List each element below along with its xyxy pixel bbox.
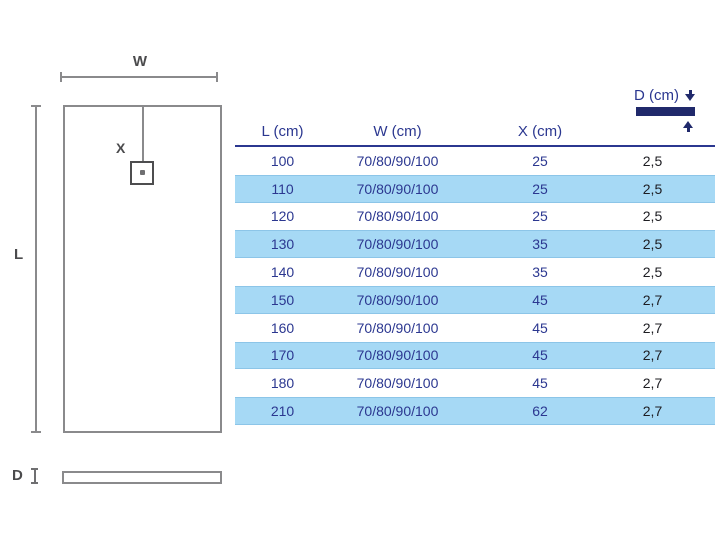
cell-w: 70/80/90/100 [356,403,439,420]
cell-d: 2,5 [642,236,663,253]
table-row: 170 70/80/90/100 45 2,7 [235,341,715,370]
cell-l: 110 [271,180,294,197]
cell-x: 25 [532,152,548,169]
cell-l: 130 [270,236,295,253]
cell-w: 70/80/90/100 [356,152,439,169]
column-header-x: X (cm) [517,123,563,140]
cell-l: 140 [270,264,295,281]
cell-x: 62 [532,403,548,420]
drain-center-dot [140,170,145,175]
cell-d: 2,5 [642,180,663,197]
cell-l: 180 [270,375,295,392]
depth-measure-mark [30,468,39,484]
drain-dimension-label: X [116,140,126,156]
cell-d: 2,7 [642,347,663,364]
width-dimension-label: W [132,53,148,70]
length-dimension-line [35,105,37,433]
dimension-table: D (cm) L (cm) W (cm) X (cm) 100 70/80/90/… [235,86,715,425]
width-dimension-line [60,76,218,78]
cell-x: 35 [532,236,548,253]
cell-d: 2,7 [642,375,663,392]
cell-x: 25 [532,180,548,197]
table-row: 100 70/80/90/100 25 2,5 [235,147,715,175]
table-row: 110 70/80/90/100 25 2,5 [235,174,715,203]
cell-l: 170 [270,347,295,364]
cell-w: 70/80/90/100 [356,264,439,281]
cell-x: 45 [532,347,548,364]
table-row: 120 70/80/90/100 25 2,5 [235,203,715,231]
width-dimension-tick-right [216,72,218,82]
tray-side-profile [62,471,222,484]
cell-w: 70/80/90/100 [356,375,439,392]
column-header-l: L (cm) [261,123,304,140]
cell-d: 2,7 [642,291,663,308]
cell-l: 150 [270,291,295,308]
cell-x: 45 [532,319,548,336]
depth-dimension-label: D [12,467,23,484]
cell-d: 2,5 [642,264,663,281]
width-dimension-tick-left [60,72,62,82]
table-row: 150 70/80/90/100 45 2,7 [235,285,715,314]
table-row: 130 70/80/90/100 35 2,5 [235,230,715,259]
depth-bar-graphic [636,107,695,116]
cell-x: 25 [532,208,548,225]
cell-d: 2,5 [642,208,663,225]
header-underline [235,145,715,147]
column-header-w: W (cm) [373,123,422,140]
table-header-row: L (cm) W (cm) X (cm) [235,116,715,145]
length-dimension-label: L [14,246,24,263]
cell-w: 70/80/90/100 [356,208,439,225]
depth-column-header-label: D (cm) [634,87,679,104]
cell-l: 100 [270,152,295,169]
table-row: 210 70/80/90/100 62 2,7 [235,397,715,425]
cell-x: 45 [532,375,548,392]
drain-offset-line [142,107,144,172]
cell-d: 2,5 [642,152,663,169]
table-row: 180 70/80/90/100 45 2,7 [235,369,715,397]
cell-w: 70/80/90/100 [356,319,439,336]
drain-square [130,161,154,185]
table-row: 140 70/80/90/100 35 2,5 [235,258,715,286]
length-dimension-tick-top [31,105,41,107]
depth-column-header: D (cm) [634,88,695,132]
cell-l: 160 [270,319,295,336]
length-dimension-tick-bottom [31,431,41,433]
cell-d: 2,7 [642,319,663,336]
table-rows: 100 70/80/90/100 25 2,5 110 70/80/90/100 25 2,5… [235,147,715,425]
cell-x: 35 [532,264,548,281]
cell-w: 70/80/90/100 [356,236,439,253]
cell-w: 70/80/90/100 [356,180,439,197]
cell-d: 2,7 [642,403,663,420]
cell-x: 45 [532,291,548,308]
cell-w: 70/80/90/100 [356,347,439,364]
cell-w: 70/80/90/100 [356,291,439,308]
cell-l: 210 [270,403,295,420]
table-row: 160 70/80/90/100 45 2,7 [235,314,715,342]
arrow-up-icon [683,121,693,132]
side-view-diagram: D [0,0,720,484]
cell-l: 120 [270,208,295,225]
arrow-down-icon [685,90,695,101]
